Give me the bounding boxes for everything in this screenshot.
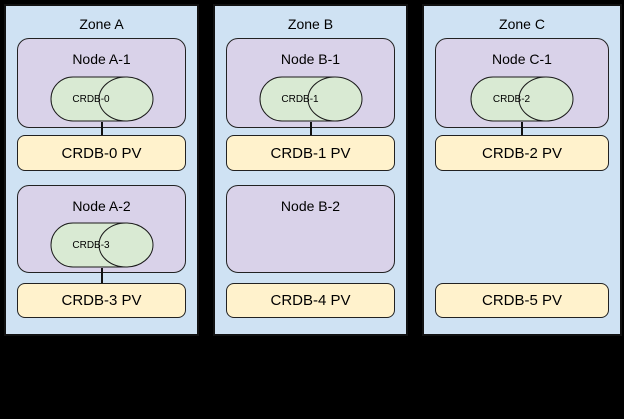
zone-b-container: Zone B Node B-1 CRDB-1 CRDB-1 PV Node B-… — [213, 4, 408, 336]
zone-label: Zone A — [79, 16, 124, 32]
node-label: Node B-1 — [280, 51, 341, 67]
pv-box: CRDB-1 PV — [226, 135, 395, 171]
pod-label: CRDB-2 — [492, 93, 531, 105]
pv-label: CRDB-4 PV — [270, 292, 351, 309]
pod-label: CRDB-3 — [72, 239, 110, 251]
pv-box: CRDB-5 PV — [435, 283, 609, 318]
crdb-pod-cylinder: CRDB-1 — [258, 76, 363, 122]
node-box-a1: Node A-1 CRDB-0 — [17, 38, 186, 128]
node-box-b2-empty: Node B-2 — [226, 185, 395, 273]
pod-pv-connector-line — [309, 122, 312, 135]
crdb-pod-cylinder: CRDB-3 — [49, 222, 154, 268]
pv-label: CRDB-2 PV — [481, 144, 563, 162]
node-box-b1: Node B-1 CRDB-1 — [226, 38, 395, 128]
pod-pv-connector-line — [521, 122, 523, 135]
pv-label: CRDB-3 PV — [61, 292, 142, 309]
node-label: Node B-2 — [280, 198, 341, 214]
node-box-c1: Node C-1 CRDB-2 — [435, 38, 609, 128]
node-label: Node A-1 — [72, 51, 131, 67]
pv-box: CRDB-4 PV — [226, 283, 395, 318]
database-cylinder-icon — [50, 76, 153, 122]
database-cylinder-icon — [470, 76, 574, 122]
pv-label: CRDB-5 PV — [481, 292, 563, 309]
zone-label: Zone C — [499, 16, 545, 32]
pv-label: CRDB-1 PV — [270, 144, 351, 162]
pv-box: CRDB-2 PV — [435, 135, 609, 171]
pv-box: CRDB-3 PV — [17, 283, 186, 318]
pv-label: CRDB-0 PV — [61, 144, 142, 162]
database-cylinder-icon — [259, 76, 362, 122]
pod-label: CRDB-0 — [72, 93, 110, 105]
zone-label: Zone B — [287, 16, 334, 32]
node-label: Node A-2 — [72, 198, 131, 214]
crdb-pod-cylinder: CRDB-0 — [49, 76, 154, 122]
zone-c-container: Zone C Node C-1 CRDB-2 CRDB-2 PV CRDB-5 … — [422, 4, 622, 336]
zone-a-container: Zone A Node A-1 CRDB-0 CRDB-0 PV Node A-… — [4, 4, 199, 336]
pod-pv-connector-line — [100, 268, 103, 283]
pv-box: CRDB-0 PV — [17, 135, 186, 171]
node-box-a2: Node A-2 CRDB-3 — [17, 185, 186, 273]
pod-pv-connector-line — [100, 122, 103, 135]
crdb-pod-cylinder: CRDB-2 — [469, 76, 574, 122]
database-cylinder-icon — [50, 222, 153, 268]
pod-label: CRDB-1 — [281, 93, 319, 105]
node-label: Node C-1 — [492, 51, 552, 67]
